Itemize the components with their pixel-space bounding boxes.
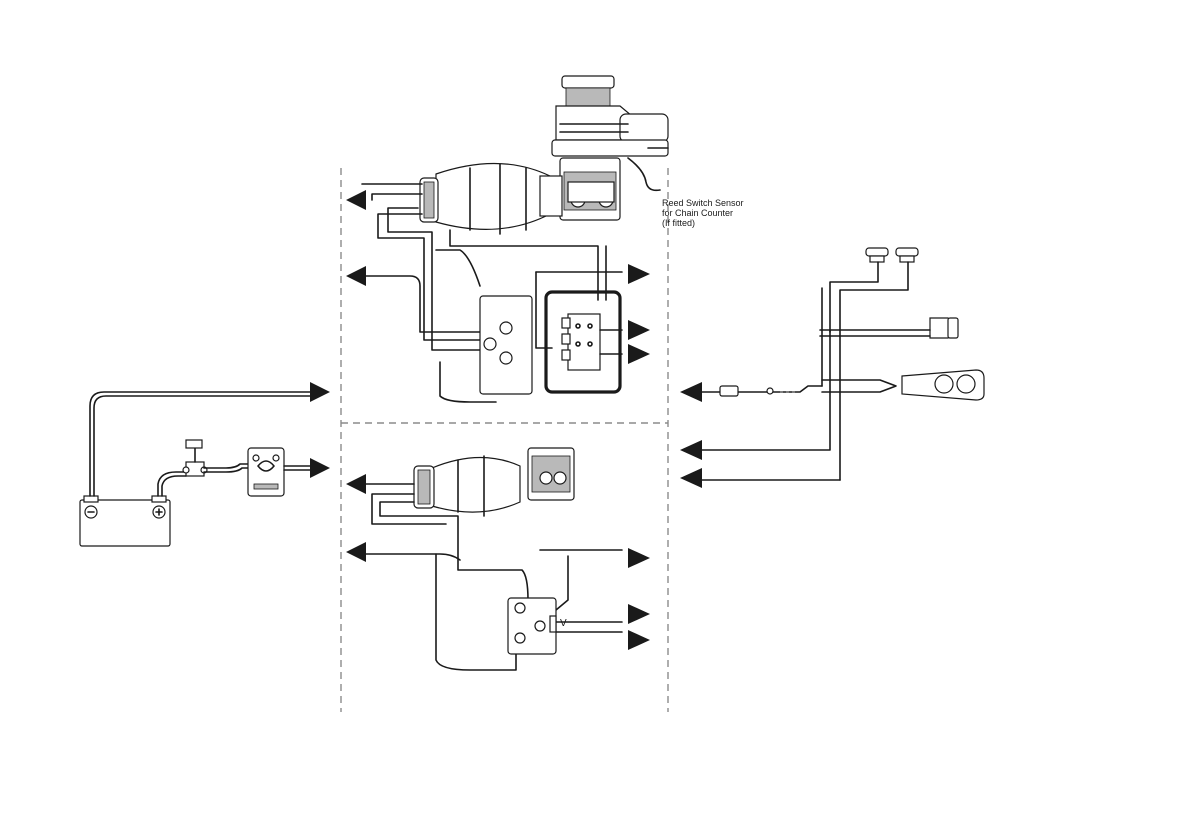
wiring-bottom	[362, 484, 622, 670]
arrow-left-4	[346, 542, 366, 562]
reed-sensor-lead	[628, 158, 660, 190]
section-dividers	[341, 168, 668, 712]
circuit-breaker	[248, 448, 284, 496]
vertical-windlass-top	[420, 76, 668, 234]
arrow-battery-breaker	[310, 458, 330, 478]
arrow-control-3	[680, 468, 702, 488]
arrow-left-3	[346, 474, 366, 494]
arrow-control-1	[680, 382, 702, 402]
reed-sensor-label-1: Reed Switch Sensor	[662, 198, 744, 208]
motor-top	[420, 163, 562, 234]
arrow-right-6	[628, 630, 650, 650]
arrow-left-2	[346, 266, 366, 286]
control-switches	[700, 248, 984, 480]
inline-fuse	[720, 386, 738, 396]
contactor-box	[546, 292, 622, 392]
reed-sensor-label-2: for Chain Counter	[662, 208, 733, 218]
arrow-left-1	[346, 190, 366, 210]
arrow-right-5	[628, 604, 650, 624]
solenoid-bottom	[508, 598, 556, 654]
volt-marker: V	[560, 618, 567, 629]
arrow-right-4	[628, 548, 650, 568]
arrow-right-1	[628, 264, 650, 284]
arrow-right-3	[628, 344, 650, 364]
isolator-switch	[183, 440, 207, 476]
deck-footswitch-up	[866, 248, 888, 262]
connection-arrows	[310, 190, 702, 650]
battery-circuit	[80, 392, 314, 546]
solenoid-top	[480, 296, 532, 394]
arrow-control-2	[680, 440, 702, 460]
horizontal-windlass-bottom	[414, 448, 574, 516]
capstan-drum	[552, 76, 668, 156]
deck-footswitch-down	[896, 248, 918, 262]
reed-sensor-label-3: (If fitted)	[662, 218, 695, 228]
arrow-battery-positive	[310, 382, 330, 402]
arrow-right-2	[628, 320, 650, 340]
gearbox	[560, 158, 620, 220]
handheld-remote	[822, 370, 984, 400]
